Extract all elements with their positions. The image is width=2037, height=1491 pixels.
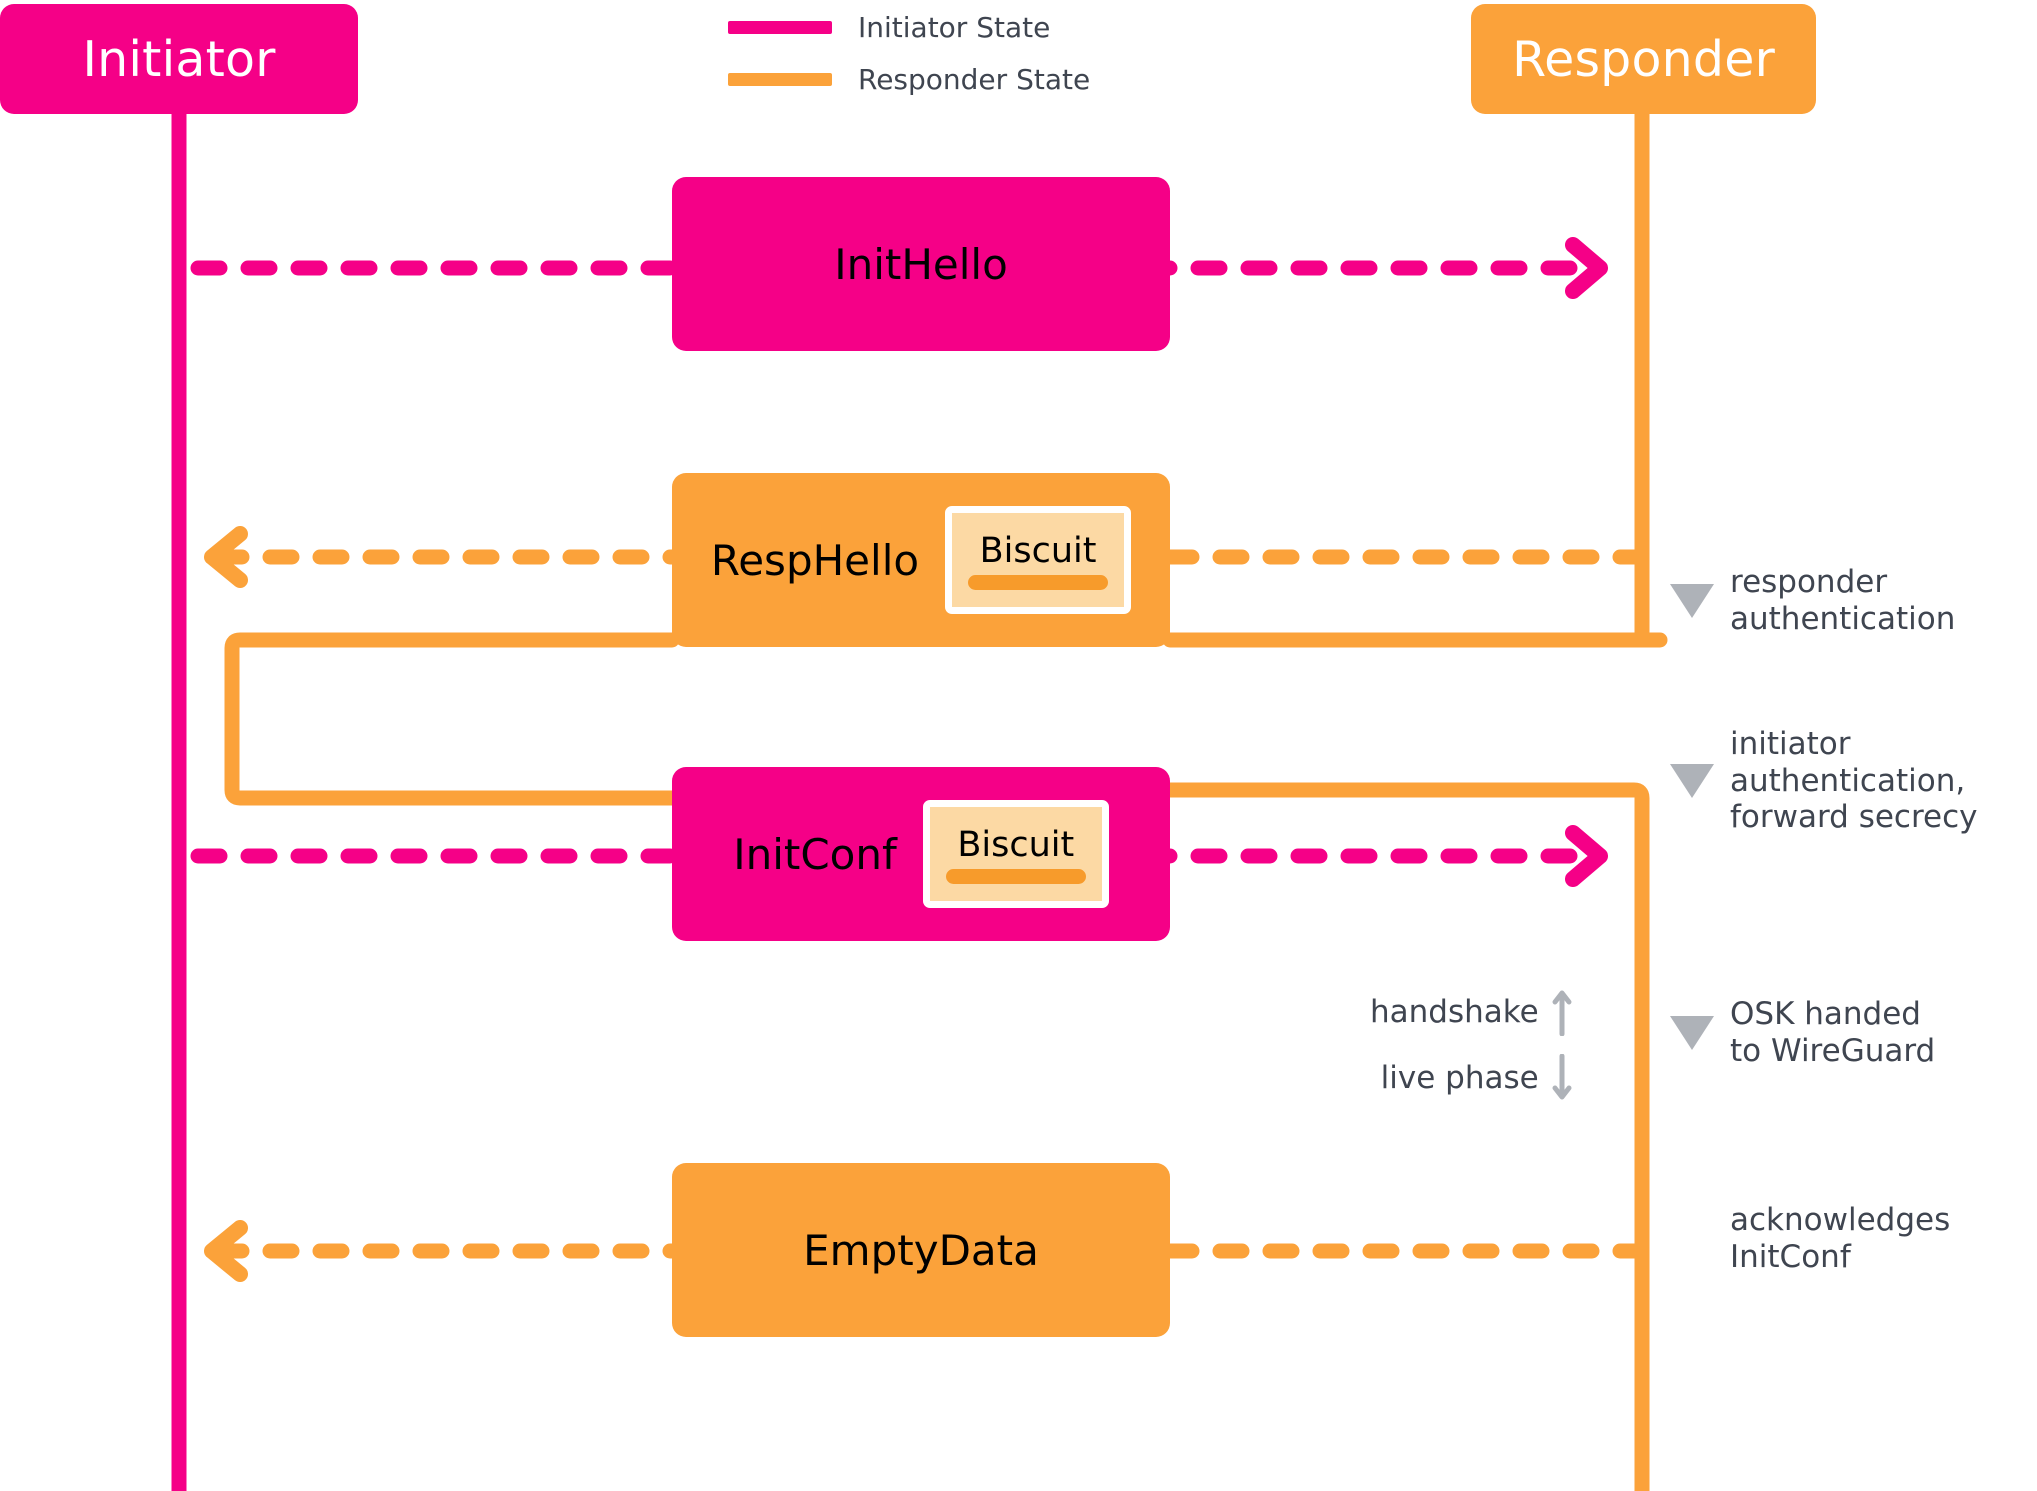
actor-label-initiator: Initiator	[82, 30, 276, 88]
arrowhead-resphello	[204, 526, 248, 588]
annotation-text-initiator-authentication: initiator authentication, forward secrec…	[1730, 726, 1978, 836]
annotation-text-osk: OSK handed to WireGuard	[1730, 996, 1936, 1069]
triangle-down-icon	[1670, 1015, 1714, 1050]
triangle-down-icon	[1670, 583, 1714, 618]
actor-header-responder[interactable]: Responder	[1471, 4, 1816, 114]
biscuit-label: Biscuit	[979, 531, 1097, 571]
responder-state-path-loopback	[224, 632, 680, 806]
annotation-text-responder-authentication: responder authentication	[1730, 564, 1956, 637]
biscuit-token-initconf[interactable]: Biscuit	[922, 800, 1109, 908]
arrowhead-inithello	[1565, 237, 1608, 299]
message-content-inithello: InitHello	[830, 240, 1012, 289]
message-label-inithello: InitHello	[834, 239, 1008, 289]
message-box-emptydata[interactable]: EmptyData	[672, 1163, 1170, 1337]
message-content-emptydata: EmptyData	[799, 1226, 1043, 1275]
arrowhead-initconf	[1565, 825, 1608, 887]
message-content-initconf: InitConf Biscuit	[729, 800, 1113, 908]
actor-label-responder: Responder	[1512, 30, 1775, 88]
phase-row-handshake: handshake	[1370, 988, 1573, 1036]
triangle-down-icon	[1670, 763, 1714, 798]
legend: Initiator State Responder State	[728, 10, 1090, 96]
annotation-initiator-authentication: initiator authentication, forward secrec…	[1670, 726, 1978, 836]
phase-label-live-phase: live phase	[1380, 1060, 1539, 1096]
annotation-acknowledges-initconf: acknowledges InitConf	[1670, 1202, 1950, 1275]
legend-item-initiator-state: Initiator State	[728, 10, 1090, 44]
message-label-resphello: RespHello	[710, 535, 920, 585]
arrow-up-icon	[1552, 990, 1572, 1036]
biscuit-label: Biscuit	[957, 825, 1075, 865]
actor-header-initiator[interactable]: Initiator	[0, 4, 358, 114]
message-box-initconf[interactable]: InitConf Biscuit	[672, 767, 1170, 941]
message-content-resphello: RespHello Biscuit	[707, 506, 1135, 614]
annotation-responder-authentication: responder authentication	[1670, 564, 1955, 637]
responder-state-path-to-lifeline	[1162, 782, 1650, 1491]
biscuit-bar-icon	[968, 575, 1109, 590]
line-swatch-icon	[728, 72, 832, 86]
biscuit-bar-icon	[945, 869, 1086, 884]
message-box-resphello[interactable]: RespHello Biscuit	[672, 473, 1170, 647]
phase-divider-labels: handshake live phase	[1370, 988, 1573, 1102]
phase-label-handshake: handshake	[1370, 994, 1539, 1030]
message-box-inithello[interactable]: InitHello	[672, 177, 1170, 351]
annotation-text-acknowledges-initconf: acknowledges InitConf	[1730, 1202, 1951, 1275]
phase-row-live-phase: live phase	[1381, 1054, 1573, 1102]
legend-label-responder-state: Responder State	[858, 62, 1091, 96]
biscuit-token-resphello[interactable]: Biscuit	[945, 506, 1132, 614]
legend-label-initiator-state: Initiator State	[858, 10, 1051, 44]
message-label-emptydata: EmptyData	[803, 1225, 1039, 1275]
line-swatch-icon	[728, 20, 832, 34]
arrowhead-emptydata	[204, 1220, 248, 1282]
legend-item-responder-state: Responder State	[728, 62, 1090, 96]
annotation-osk-handed-to-wireguard: OSK handed to WireGuard	[1670, 996, 1935, 1069]
message-label-initconf: InitConf	[733, 829, 897, 879]
arrow-down-icon	[1552, 1054, 1572, 1100]
